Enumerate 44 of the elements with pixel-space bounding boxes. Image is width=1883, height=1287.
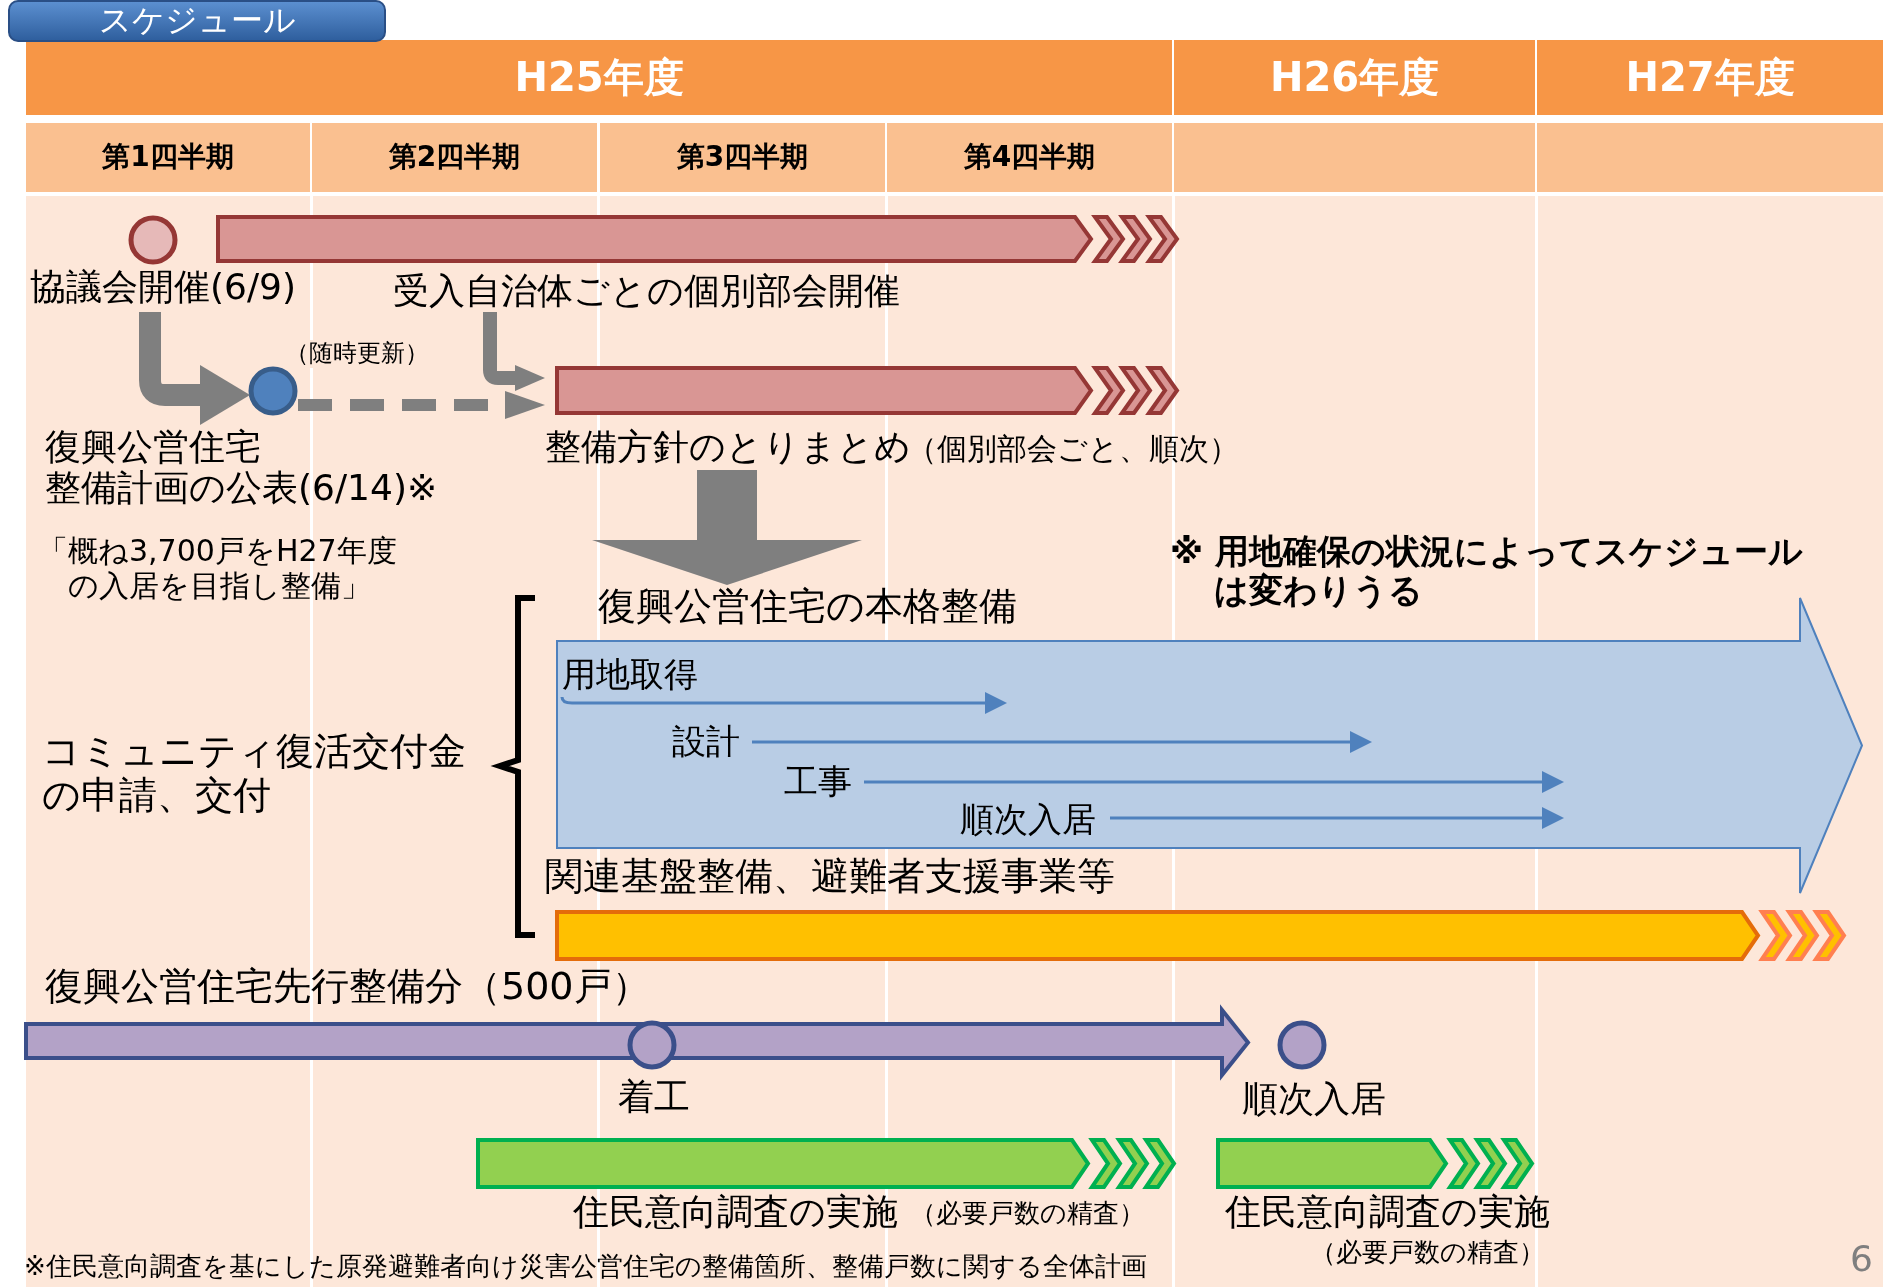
arrow: [298, 391, 545, 419]
task-label: （必要戸数の精査）: [1310, 1238, 1545, 1268]
quarter-heading: 第2四半期: [387, 141, 522, 174]
arrow: [864, 771, 1564, 793]
task-label: 用地取得: [562, 655, 698, 695]
task-label: 順次入居: [1242, 1078, 1386, 1120]
heading-text: 復興公営住宅の本格整備: [598, 585, 1017, 629]
page-number: 6: [1850, 1238, 1873, 1280]
title-text: スケジュール: [97, 2, 297, 39]
task-label: 設計: [672, 722, 740, 762]
arrow: [560, 692, 1007, 714]
task-label: 住民意向調査の実施: [573, 1191, 898, 1233]
quarter-heading: 第4四半期: [962, 141, 1097, 174]
funding-label: コミュニティ復活交付金の申請、交付: [42, 730, 467, 818]
task-label: 復興公営住宅先行整備分（500戸）: [45, 965, 650, 1009]
quarter-heading: 第3四半期: [675, 141, 810, 174]
task-label: 着工: [618, 1076, 690, 1118]
arrow: [592, 470, 862, 585]
task-label: 関連基盤整備、避難者支援事業等: [545, 855, 1115, 899]
task-label: 受入自治体ごとの個別部会開催: [393, 270, 900, 312]
header-cell: [600, 123, 885, 192]
header-cell: [26, 123, 310, 192]
title-tab: [8, 0, 386, 42]
note-text: ※ 用地確保の状況によってスケジュールは変わりうる: [1170, 532, 1804, 611]
footnote-text: ※住民意向調査を基にした原発避難者向け災害公営住宅の整備箇所、整備戸数に関する全体計画: [24, 1252, 1147, 1282]
year-heading: H25年度: [513, 54, 685, 100]
task-label: 工事: [784, 762, 852, 802]
header-cell: [887, 123, 1172, 192]
header-cell: [1174, 40, 1535, 115]
year-heading: H27年度: [1624, 54, 1796, 100]
arrow: [483, 312, 545, 391]
header-cell: [1537, 40, 1883, 115]
header-cell: [26, 40, 1172, 115]
task-label: 順次入居: [960, 800, 1096, 840]
task-label: （必要戸数の精査）: [910, 1199, 1145, 1229]
year-heading: H26年度: [1268, 54, 1441, 100]
task-label: 協議会開催(6/9): [30, 266, 297, 308]
quarter-heading: 第1四半期: [101, 141, 235, 174]
arrow: [1110, 807, 1564, 829]
task-label: 住民意向調査の実施: [1225, 1191, 1550, 1233]
header-cell: [312, 123, 597, 192]
arrow: [752, 731, 1372, 753]
task-label: 「概ね3,700戸をH27年度の入居を目指し整備」: [38, 534, 397, 603]
task-label: 復興公営住宅整備計画の公表(6/14)※: [45, 426, 438, 509]
